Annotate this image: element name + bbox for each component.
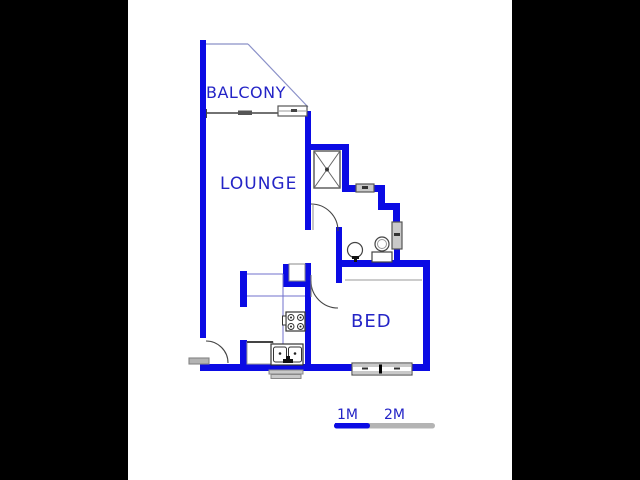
walls [200, 40, 430, 371]
bathroom-window-right [391, 221, 403, 250]
kitchen [246, 263, 306, 379]
wall-lounge-right-upper [305, 111, 311, 230]
entrance-landing [188, 357, 210, 365]
bathroom-door-arc [310, 203, 339, 232]
bed-label: BED [351, 311, 392, 332]
counter-lines [247, 273, 305, 344]
elevator-shaft [313, 150, 341, 189]
wall-bed-top [336, 260, 429, 267]
wall-bottom [200, 364, 430, 371]
wall-bathroom-left [336, 227, 342, 283]
bedroom-window [351, 362, 413, 376]
wash-basin [346, 241, 364, 262]
wall-bathroom-right [394, 247, 400, 263]
double-sink [270, 343, 304, 366]
scale-label-1m: 1M [335, 407, 360, 425]
wall-duct-left [283, 264, 289, 287]
wall-bed-right [423, 260, 430, 371]
wall-step-4 [378, 203, 400, 210]
sink-drainboard [268, 369, 304, 379]
balcony-window [277, 105, 308, 117]
doors [188, 203, 339, 365]
bathroom-fixtures [346, 236, 393, 263]
lounge-label: LOUNGE [220, 174, 298, 194]
wall-shaft-right [342, 144, 349, 192]
wall-left [200, 40, 206, 338]
wall-duct-bottom [283, 281, 311, 287]
letterbox-right [512, 0, 640, 480]
wall-step-1 [349, 185, 356, 192]
bathroom-window-top [355, 183, 375, 193]
balcony-floor-edge [204, 109, 278, 118]
balcony-diagonal-line [247, 43, 309, 108]
entrance-door-arc [205, 340, 229, 364]
kitchen-cabinet [246, 341, 274, 365]
windows [277, 105, 413, 376]
shaft-center-dot [325, 167, 329, 172]
wall-step-3 [378, 185, 385, 210]
kitchen-duct-box [288, 263, 306, 282]
wall-lounge-right-lower [305, 263, 311, 371]
balcony-slider-panel [238, 110, 252, 115]
wall-kitchen-upper [240, 271, 247, 307]
wall-shaft-top [305, 144, 349, 150]
balcony-boundary [206, 43, 309, 108]
scale-label-2m: 2M [384, 407, 405, 423]
wall-step-5 [393, 203, 400, 224]
bedroom-door-arc [310, 280, 339, 309]
toilet [371, 236, 393, 263]
stove-4-burner [282, 311, 306, 332]
balcony-label: BALCONY [206, 83, 286, 102]
wall-kitchen-lower [240, 340, 247, 365]
letterbox-left [0, 0, 128, 480]
